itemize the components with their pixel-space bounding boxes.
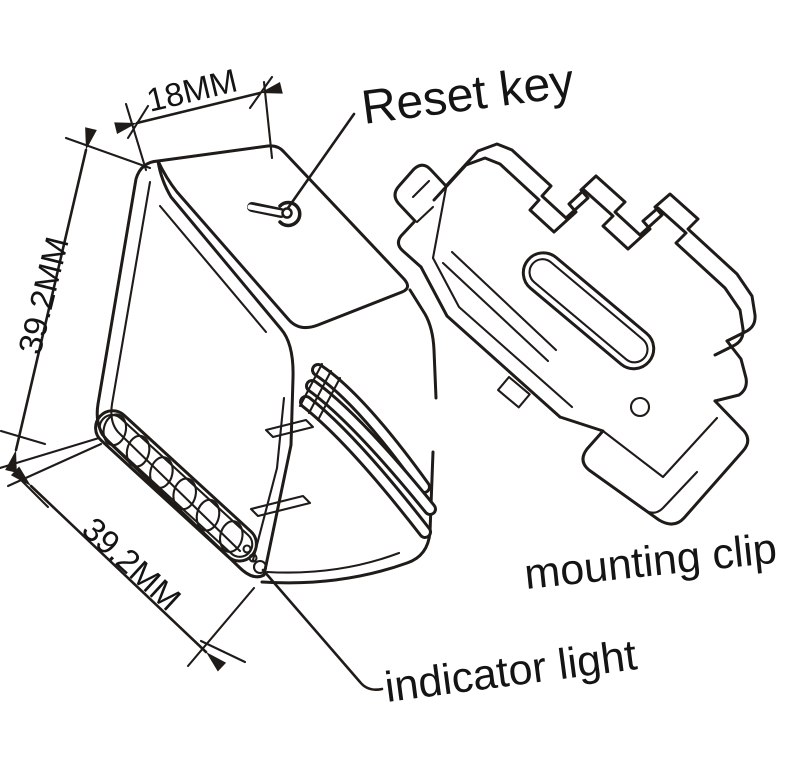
latch-tab-upper: [264, 418, 315, 439]
indicator-light-leader-line: [261, 568, 384, 691]
dimension-top-18mm: 18MM: [114, 61, 283, 172]
terminal-hole: [102, 413, 128, 447]
callout-reset-key: Reset key: [247, 55, 578, 228]
clip-ear-hook: [393, 163, 448, 269]
latch-tab-lower: [249, 494, 312, 518]
mounting-clip: [393, 142, 757, 526]
device-front-face: [95, 159, 295, 579]
reset-key-icon: [247, 200, 302, 228]
terminal-hole: [125, 434, 151, 468]
device-top-face: [156, 144, 409, 330]
mounting-clip-label: mounting clip: [522, 525, 779, 599]
dimension-left-label: 39.2MM: [11, 233, 76, 358]
clip-small-hole: [497, 375, 531, 409]
clip-foot: [558, 399, 750, 526]
clip-screw-hole: [629, 396, 651, 418]
dimension-bottom-label: 39.2MM: [75, 510, 188, 618]
clip-slot: [521, 251, 656, 371]
reset-key-leader-line: [286, 112, 356, 210]
wires: [298, 362, 437, 539]
indicator-light-label: indicator light: [382, 631, 640, 712]
indicator-light-dot: [252, 559, 268, 575]
callout-mounting-clip: mounting clip: [522, 525, 779, 599]
dimension-bottom-39-2mm: 39.2MM: [6, 442, 256, 672]
reset-key-label: Reset key: [359, 55, 578, 135]
